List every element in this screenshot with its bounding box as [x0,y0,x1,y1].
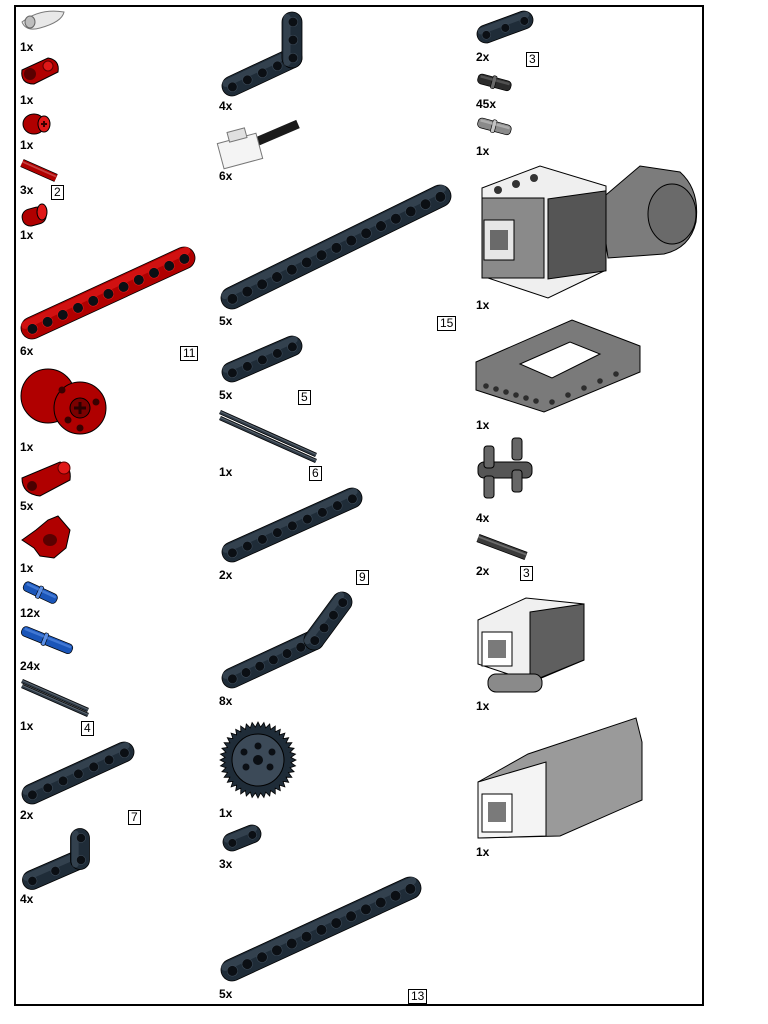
quantity-label: 6x [20,344,34,358]
quantity-label: 4x [476,511,490,525]
quantity-label: 2x [20,808,34,822]
gray-axle-pin-icon [477,117,512,136]
quantity-label: 12x [20,606,41,620]
wheel-hub-icon [20,368,107,435]
quantity-label: 1x [476,418,490,432]
gear-icon [219,721,297,799]
quantity-label: 1x [20,561,34,575]
axle-red-icon [20,159,58,182]
quantity-label: 5x [219,314,233,328]
beam-15-icon [220,184,452,310]
quantity-label: 6x [219,169,233,183]
quantity-label: 1x [20,440,34,454]
quantity-label: 4x [20,892,34,906]
angle-beam-small-icon [22,828,90,890]
beam-13-icon [220,876,422,982]
length-label: 11 [180,346,199,361]
black-pin-icon [477,73,512,92]
quantity-label: 2x [219,568,233,582]
axle-4-icon [21,678,89,718]
beam-7-icon [21,741,135,805]
sensor-long-icon [477,717,643,839]
bush-icon [22,113,51,135]
parts-list-frame [14,5,704,1006]
length-label: 3 [520,566,533,581]
axle-6-icon [219,409,317,464]
length-label: 9 [356,570,369,585]
quantity-label: 2x [476,564,490,578]
length-label: 2 [51,185,64,200]
large-motor-icon [481,165,698,299]
quantity-label: 2x [476,50,490,64]
axle-connector-icon [21,203,48,227]
quantity-label: 1x [20,138,34,152]
beam-3-icon [476,10,534,44]
axle-3-icon [476,534,528,560]
quantity-label: 4x [219,99,233,113]
length-label: 6 [309,466,322,481]
rotor-icon [21,515,71,559]
quantity-label: 3x [20,183,34,197]
long-blue-pin-icon [20,626,74,655]
length-label: 15 [437,316,457,331]
beam-red-icon [20,246,196,340]
quantity-label: 3x [219,857,233,871]
length-label: 7 [128,810,141,825]
connector-cable-icon [216,119,300,170]
blue-axle-pin-icon [22,581,58,604]
double-pin-connector-icon [477,437,533,499]
length-label: 4 [81,721,94,736]
quantity-label: 1x [476,144,490,158]
quantity-label: 45x [476,97,497,111]
length-label: 3 [526,52,539,67]
sensor-small-icon [477,597,585,693]
quantity-label: 1x [476,298,490,312]
quantity-label: 1x [219,806,233,820]
angle-beam-large-icon [221,11,303,97]
beam-5-icon [221,335,303,383]
quantity-label: 24x [20,659,41,673]
quantity-label: 1x [219,465,233,479]
quantity-label: 1x [476,845,490,859]
quantity-label: 5x [20,499,34,513]
bent-beam-icon [221,591,353,689]
curved-panel-icon [21,10,65,30]
axle-pin-connector-icon [21,57,59,85]
quantity-label: 1x [20,40,34,54]
length-label: 5 [298,390,311,405]
frame-icon [475,319,641,413]
beam-9-icon [221,487,363,563]
quantity-label: 5x [219,987,233,1001]
quantity-label: 1x [20,93,34,107]
quantity-label: 5x [219,388,233,402]
quantity-label: 1x [476,699,490,713]
quantity-label: 1x [20,228,34,242]
beam-2-icon [222,824,262,852]
length-label: 13 [408,989,428,1004]
quantity-label: 8x [219,694,233,708]
quantity-label: 1x [20,719,34,733]
cross-block-icon [21,461,71,497]
